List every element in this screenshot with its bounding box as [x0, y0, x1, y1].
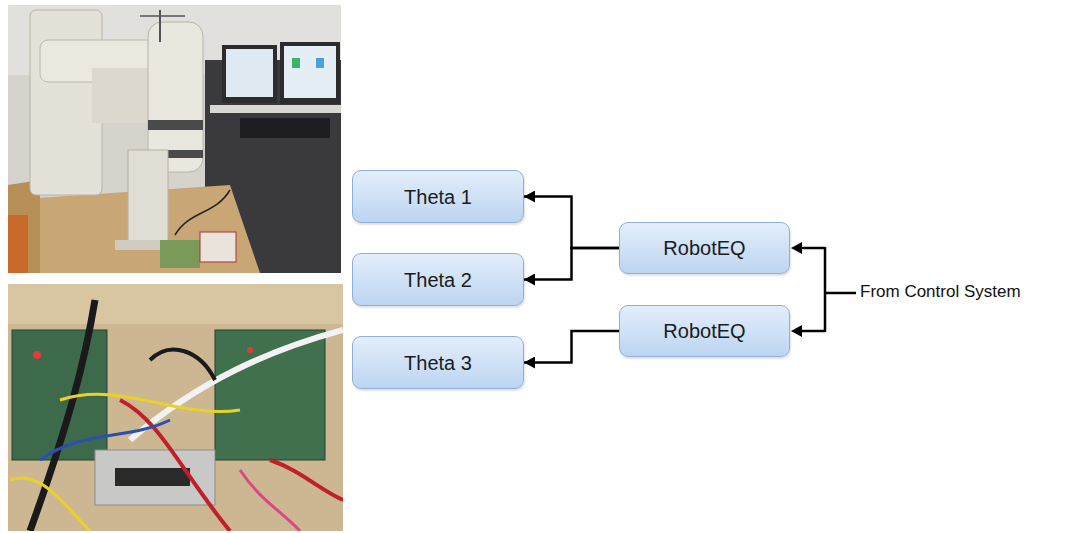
process-box: RobotEQ — [619, 305, 790, 357]
connector — [524, 331, 619, 363]
connector — [524, 197, 619, 249]
box-label: Theta 1 — [404, 185, 472, 209]
process-box: RobotEQ — [619, 222, 790, 274]
process-box: Theta 1 — [352, 170, 524, 223]
process-box: Theta 2 — [352, 253, 524, 306]
box-label: Theta 2 — [404, 268, 472, 292]
robot-photo — [8, 5, 341, 273]
signal-label: From Control System — [860, 282, 1021, 302]
box-label: RobotEQ — [663, 236, 745, 260]
box-label: Theta 3 — [404, 351, 472, 375]
control-feed — [791, 242, 856, 337]
box-label: RobotEQ — [663, 319, 745, 343]
electronics-photo — [8, 284, 343, 531]
process-box: Theta 3 — [352, 336, 524, 389]
connector — [524, 248, 619, 280]
